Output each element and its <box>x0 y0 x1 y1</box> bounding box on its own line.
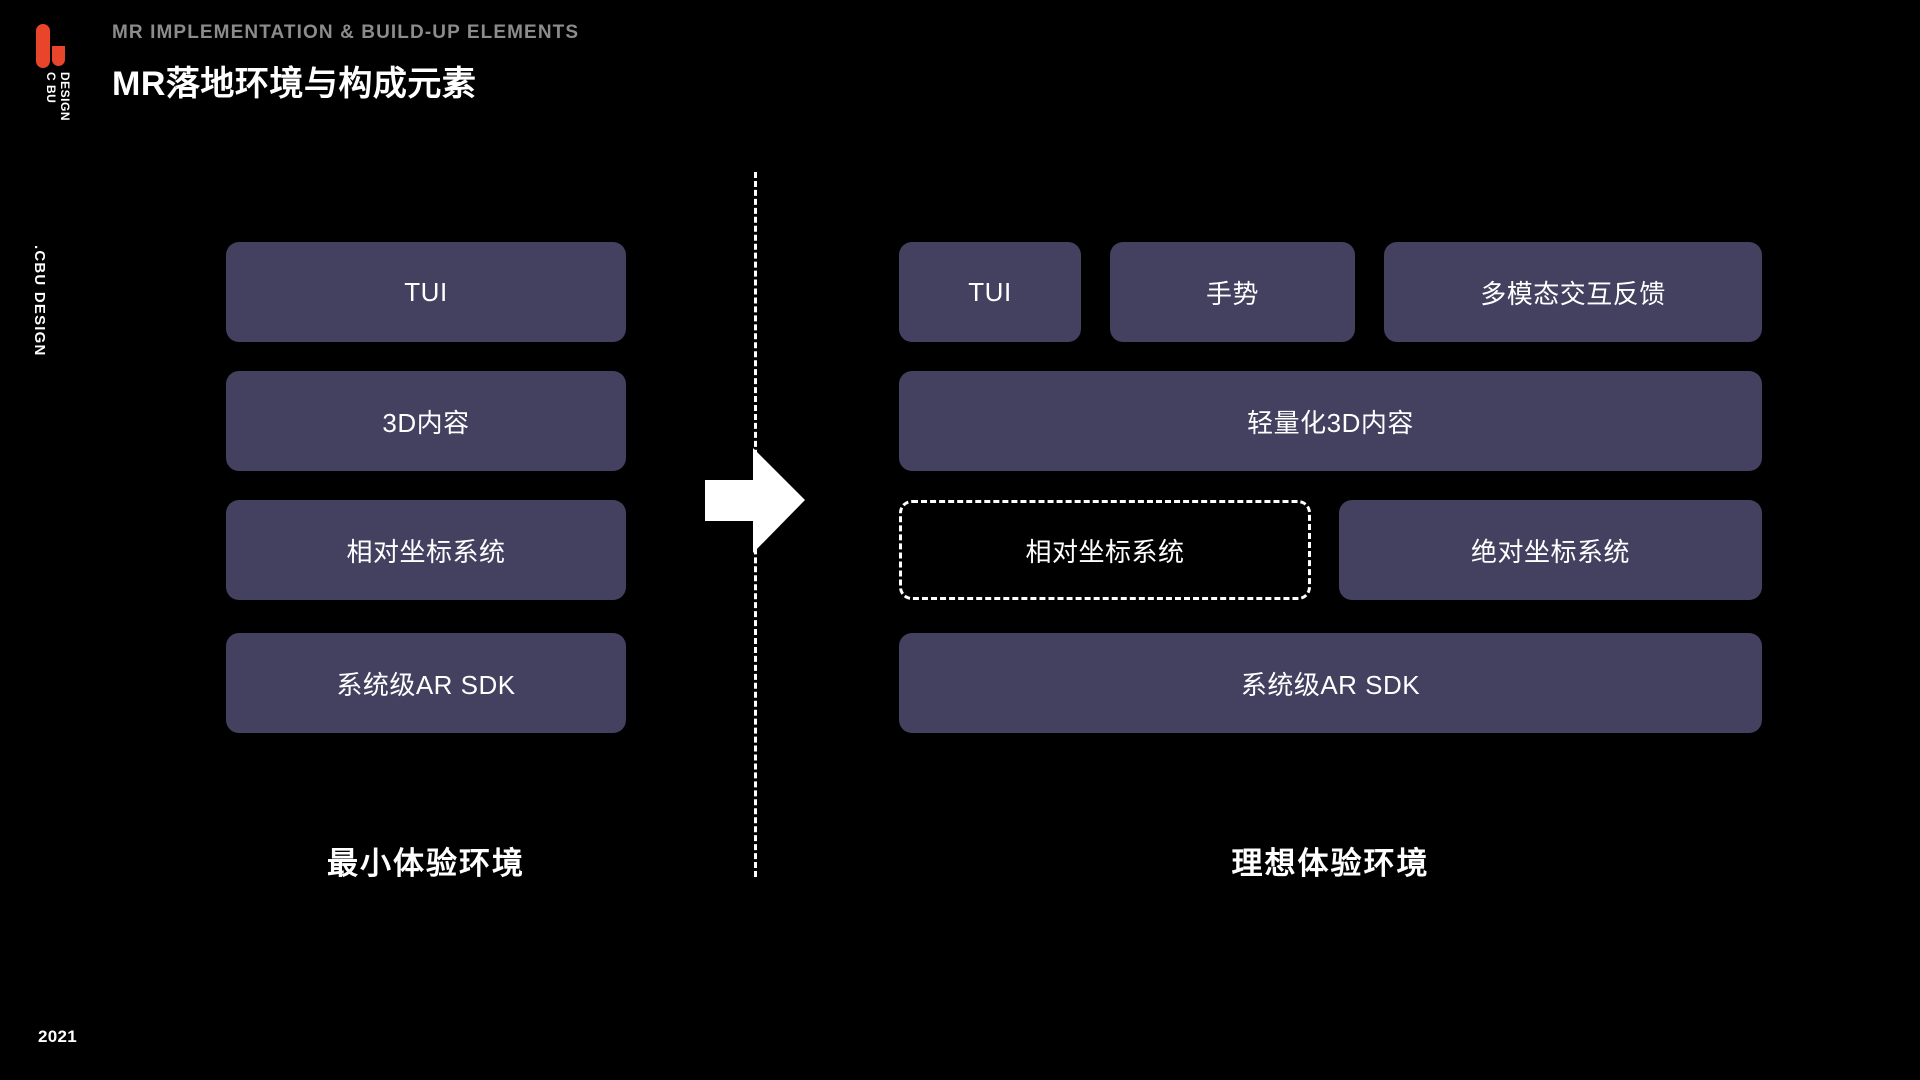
header-eyebrow: MR IMPLEMENTATION & BUILD-UP ELEMENTS <box>112 22 580 43</box>
box-label: 轻量化3D内容 <box>1247 407 1414 438</box>
page-title: MR落地环境与构成元素 <box>112 65 477 103</box>
box-label: 手势 <box>1205 278 1259 309</box>
page-header: MR IMPLEMENTATION & BUILD-UP ELEMENTS MR… <box>112 22 579 105</box>
box-label: TUI <box>404 276 448 307</box>
box-label: 相对坐标系统 <box>1025 536 1185 567</box>
logo-shape-top <box>36 24 50 46</box>
left-box-system-ar-sdk[interactable]: 系统级AR SDK <box>226 633 626 733</box>
right-column-caption: 理想体验环境 <box>1231 846 1430 881</box>
logo-shape-bottom-right <box>52 46 65 66</box>
left-column-caption: 最小体验环境 <box>327 846 525 881</box>
cbu-logo-mark-icon <box>30 24 66 68</box>
box-label: TUI <box>968 276 1012 307</box>
box-label: 系统级AR SDK <box>1240 669 1421 700</box>
box-label: 相对坐标系统 <box>346 536 506 567</box>
right-block-arrow-icon <box>705 448 805 553</box>
box-label: 绝对坐标系统 <box>1470 536 1630 567</box>
left-box-relative-coordinate-system[interactable]: 相对坐标系统 <box>226 500 626 600</box>
right-box-tui[interactable]: TUI <box>899 242 1081 342</box>
side-brand-label: .CBU DESIGN <box>31 245 48 357</box>
right-box-relative-coordinate-system[interactable]: 相对坐标系统 <box>899 500 1311 600</box>
footer-year: 2021 <box>38 1027 78 1046</box>
logo-shape-bottom-left <box>36 46 50 68</box>
right-box-lightweight-3d-content[interactable]: 轻量化3D内容 <box>899 371 1762 471</box>
right-box-multimodal-feedback[interactable]: 多模态交互反馈 <box>1384 242 1762 342</box>
right-box-gesture[interactable]: 手势 <box>1110 242 1355 342</box>
box-label: 系统级AR SDK <box>336 669 516 700</box>
left-box-3d-content[interactable]: 3D内容 <box>226 371 626 471</box>
left-box-tui[interactable]: TUI <box>226 242 626 342</box>
logo-wordmark: C BU <box>44 72 58 104</box>
box-label: 多模态交互反馈 <box>1480 278 1666 309</box>
brand-logo: C BU DESIGN <box>30 24 74 144</box>
right-box-system-ar-sdk[interactable]: 系统级AR SDK <box>899 633 1762 733</box>
right-box-absolute-coordinate-system[interactable]: 绝对坐标系统 <box>1339 500 1762 600</box>
logo-wordmark-secondary: DESIGN <box>58 72 72 122</box>
box-label: 3D内容 <box>382 407 470 438</box>
